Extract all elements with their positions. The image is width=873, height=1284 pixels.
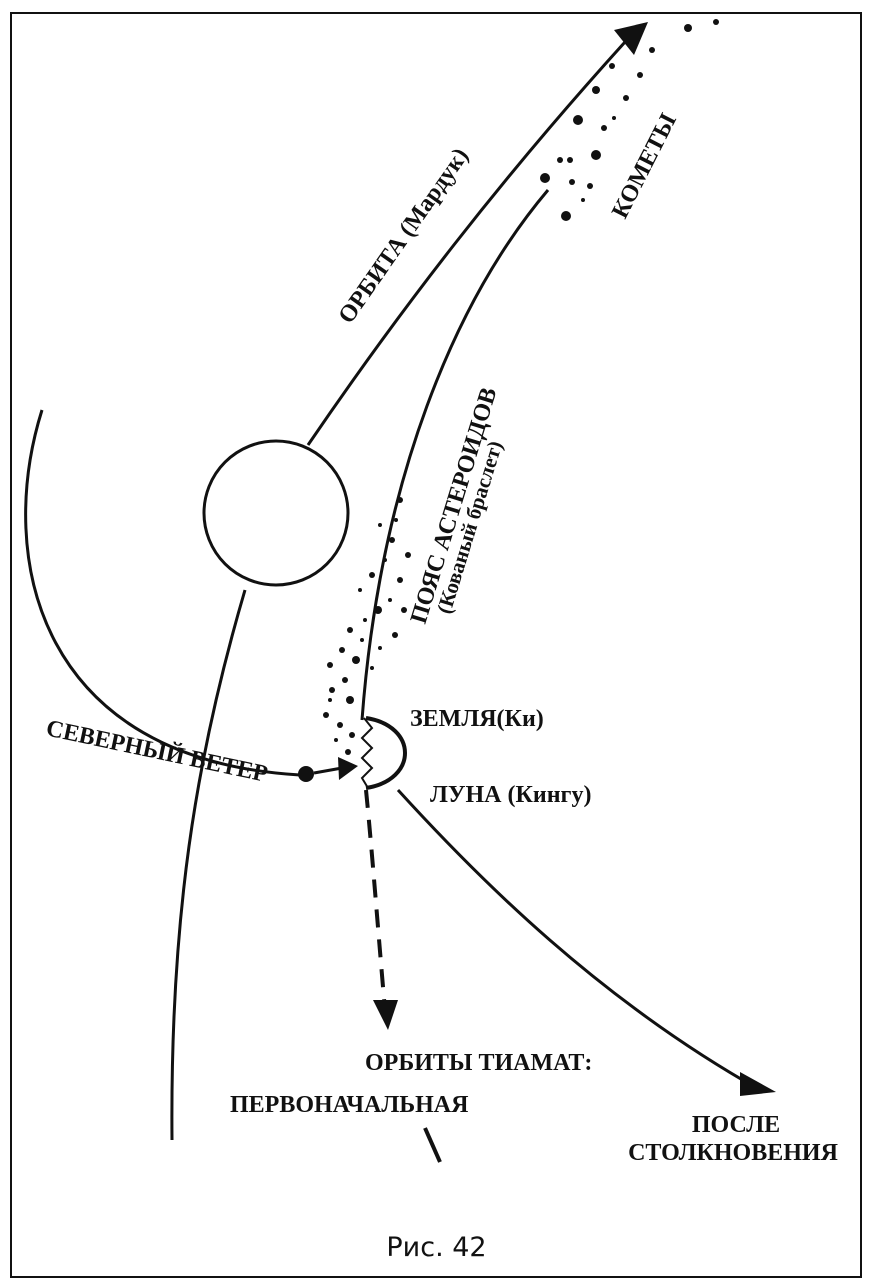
marduk-planet [204, 441, 348, 585]
tiamat-original-arrowhead [373, 1000, 398, 1030]
label-orbit-marduk: ОРБИТА (Мардук) [334, 143, 474, 328]
tiamat-after-collision-arrowhead [740, 1072, 776, 1096]
figure-caption: Рис. 42 [0, 1232, 873, 1263]
earth-jagged-edge [362, 718, 372, 788]
label-after-collision-2: СТОЛКНОВЕНИЯ [628, 1140, 838, 1166]
label-comets: КОМЕТЫ [607, 109, 682, 223]
marduk-orbit-line [308, 42, 625, 445]
label-original: ПЕРВОНАЧАЛЬНАЯ [230, 1092, 468, 1118]
label-moon: ЛУНА (Кингу) [430, 782, 591, 808]
tiamat-original-tail [425, 1128, 440, 1162]
tiamat-original-orbit [366, 790, 385, 1010]
label-tiamat-orbits: ОРБИТЫ ТИАМАТ: [365, 1050, 592, 1076]
label-north-wind: СЕВЕРНЫЙ ВЕТЕР [44, 715, 270, 787]
label-after-collision-1: ПОСЛЕ [692, 1112, 780, 1138]
north-wind-arrow [298, 757, 358, 782]
inner-orbit-line [172, 590, 245, 1140]
label-earth: ЗЕМЛЯ(Ки) [410, 706, 544, 732]
tiamat-after-collision-orbit [398, 790, 760, 1090]
